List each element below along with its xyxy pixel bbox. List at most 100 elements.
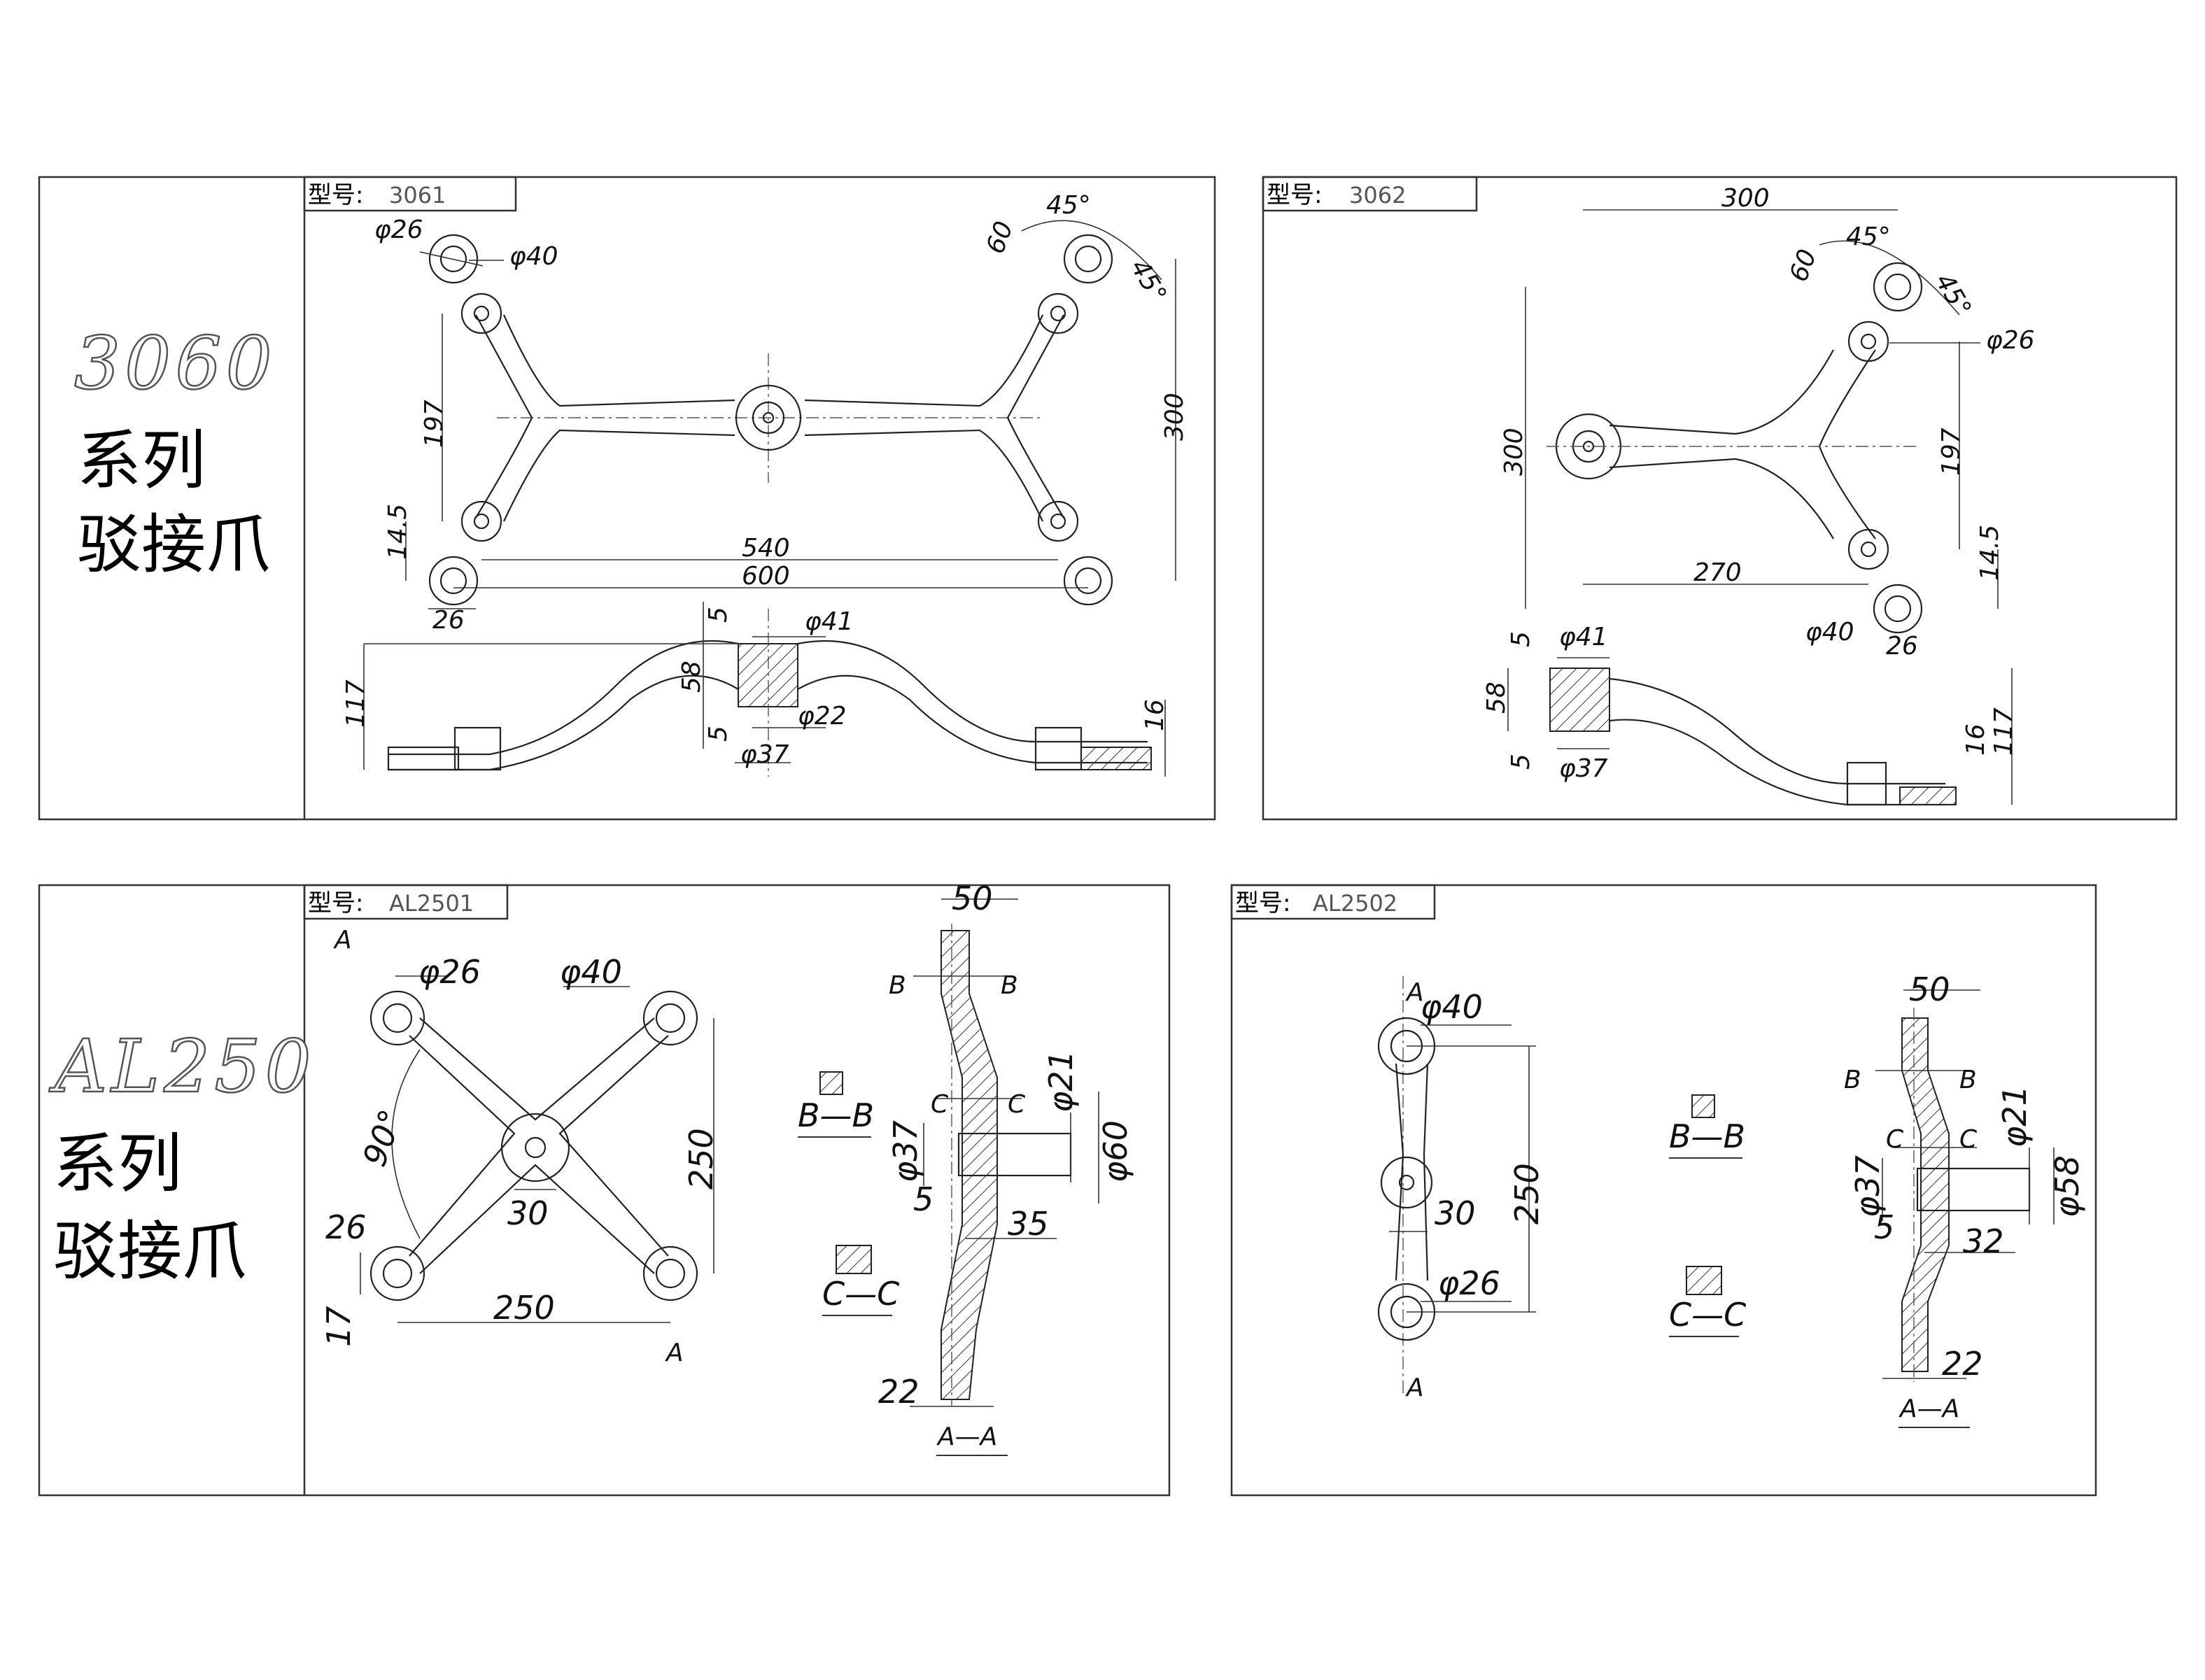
dim-5-top: 5 xyxy=(704,607,733,623)
section-mark-a-bot: A xyxy=(1405,1374,1424,1402)
panel-al250: 型号: AL2501 AL250 系列 驳接爪 A φ26 φ40 250 90 xyxy=(38,880,1171,1497)
section-mark-a-bot: A xyxy=(665,1339,684,1367)
section-mark-a-top: A xyxy=(1405,978,1424,1007)
section-mark-c-left: C xyxy=(931,1090,949,1119)
x-spider-plan-view xyxy=(360,975,714,1323)
dim-300-left: 300 xyxy=(1500,428,1528,476)
model-label: 型号: xyxy=(1235,889,1290,917)
series-code: 3060 xyxy=(74,320,276,406)
dim-58: 58 xyxy=(1482,682,1511,714)
panel-frame xyxy=(1230,884,2097,1497)
dim-5-top: 5 xyxy=(1507,631,1535,647)
dim-197: 197 xyxy=(1937,428,1966,476)
dim-d41: φ41 xyxy=(805,607,854,636)
dim-d26: φ26 xyxy=(374,216,423,244)
dim-250-horizontal: 250 xyxy=(493,1289,555,1327)
dim-300-top: 300 xyxy=(1721,184,1770,213)
model-box xyxy=(303,884,509,920)
dim-60: 60 xyxy=(981,218,1019,257)
dim-d40: φ40 xyxy=(509,242,558,271)
section-mark-c-right: C xyxy=(1959,1125,1978,1154)
panel-frame xyxy=(38,884,1171,1497)
series-label-line1: 系列 xyxy=(77,423,206,498)
model-box xyxy=(303,176,517,212)
section-cc-square xyxy=(836,1245,872,1274)
spider-elevation-view xyxy=(363,602,1166,777)
section-aa-label: A—A xyxy=(1898,1395,1959,1423)
spider-plan-view xyxy=(1525,209,1999,634)
dim-d21: φ21 xyxy=(1042,1050,1080,1113)
model-value: AL2502 xyxy=(1313,890,1397,917)
model-label: 型号: xyxy=(1267,181,1322,209)
dim-250: 250 xyxy=(1508,1163,1546,1224)
model-box xyxy=(1262,176,1478,212)
section-mark-a-top: A xyxy=(333,926,352,954)
section-aa-view xyxy=(1875,989,2055,1382)
dim-angle-90: 90° xyxy=(355,1105,411,1171)
dim-32: 32 xyxy=(1963,1222,2004,1260)
section-mark-b-right: B xyxy=(1959,1066,1977,1094)
dim-30: 30 xyxy=(507,1194,549,1232)
dim-26: 26 xyxy=(432,606,465,635)
dim-d37: φ37 xyxy=(1559,754,1608,783)
dim-22: 22 xyxy=(1942,1345,1983,1383)
series-label-line2: 驳接爪 xyxy=(53,1214,246,1289)
section-cc-square xyxy=(1686,1266,1722,1295)
dim-26: 26 xyxy=(1886,632,1918,661)
panel-frame xyxy=(1262,176,2178,821)
dim-d40: φ40 xyxy=(1805,618,1854,647)
dim-d58: φ58 xyxy=(2048,1155,2086,1217)
section-cc-label: C—C xyxy=(822,1275,899,1313)
model-label: 型号: xyxy=(308,889,363,917)
spider-elevation-view xyxy=(1507,657,2013,806)
dim-5: 5 xyxy=(913,1180,934,1218)
dim-d21: φ21 xyxy=(1996,1085,2034,1148)
dim-angle-45-a: 45° xyxy=(1846,223,1891,251)
single-arm-plan-view xyxy=(1377,976,1536,1396)
dim-197: 197 xyxy=(420,400,449,448)
dim-35: 35 xyxy=(1008,1205,1049,1243)
dim-17: 17 xyxy=(320,1306,358,1347)
dim-50: 50 xyxy=(1909,970,1950,1008)
dim-5-bot: 5 xyxy=(1507,754,1535,770)
section-bb-square xyxy=(819,1071,843,1095)
model-box xyxy=(1230,884,1436,920)
dim-16: 16 xyxy=(1961,723,1990,756)
section-bb-square xyxy=(1691,1094,1715,1118)
dim-117: 117 xyxy=(1989,707,2018,756)
dim-angle-45-b: 45° xyxy=(1125,255,1171,308)
dim-5: 5 xyxy=(1874,1208,1894,1246)
section-bb-label: B—B xyxy=(1669,1117,1745,1155)
section-bb-label: B—B xyxy=(798,1096,874,1134)
spider-plan-view xyxy=(405,220,1176,609)
series-label-line2: 驳接爪 xyxy=(77,507,270,582)
model-value: AL2501 xyxy=(389,890,474,917)
section-mark-b-left: B xyxy=(889,971,906,1000)
dim-d37: φ37 xyxy=(740,740,789,769)
dim-d40: φ40 xyxy=(1421,988,1483,1026)
model-label: 型号: xyxy=(308,181,363,209)
section-mark-b-left: B xyxy=(1844,1066,1861,1094)
dim-d60: φ60 xyxy=(1097,1120,1134,1183)
dim-d41: φ41 xyxy=(1559,623,1608,651)
dim-angle-45-b: 45° xyxy=(1929,269,1976,322)
dim-30: 30 xyxy=(1435,1194,1476,1232)
dim-d26: φ26 xyxy=(1438,1264,1500,1302)
dim-d37: φ37 xyxy=(887,1120,924,1183)
dim-d26: φ26 xyxy=(418,953,481,991)
panel-3060: 型号: 3061 3060 系列 驳接爪 xyxy=(38,176,1216,821)
series-code: AL250 xyxy=(49,1024,316,1109)
dim-117: 117 xyxy=(341,679,370,728)
dim-d37: φ37 xyxy=(1849,1155,1887,1217)
model-value: 3062 xyxy=(1349,182,1406,209)
dim-14-5: 14.5 xyxy=(1975,525,2004,581)
dim-26: 26 xyxy=(325,1208,367,1246)
section-cc-label: C—C xyxy=(1669,1296,1746,1334)
dim-14-5: 14.5 xyxy=(383,504,412,560)
panel-3062: 型号: 3062 300 45° 45° 60 φ26 300 197 270 xyxy=(1262,176,2178,821)
section-mark-c-left: C xyxy=(1886,1125,1904,1154)
dim-22: 22 xyxy=(878,1373,920,1411)
dim-d26: φ26 xyxy=(1986,326,2035,355)
dim-angle-45-a: 45° xyxy=(1046,191,1091,220)
